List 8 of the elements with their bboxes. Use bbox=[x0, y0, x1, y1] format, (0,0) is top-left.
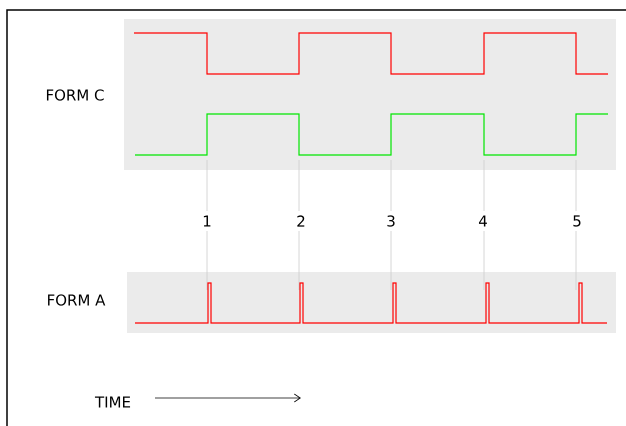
event-number: 4 bbox=[478, 216, 487, 226]
axis-label: FORM C bbox=[46, 89, 104, 101]
axis-label: TIME bbox=[94, 396, 130, 408]
axis-label: FORM A bbox=[48, 294, 106, 306]
event-number: 2 bbox=[297, 215, 304, 227]
event-number: 5 bbox=[573, 215, 580, 227]
event-number: 3 bbox=[387, 215, 395, 227]
event-number: 1 bbox=[204, 216, 210, 226]
